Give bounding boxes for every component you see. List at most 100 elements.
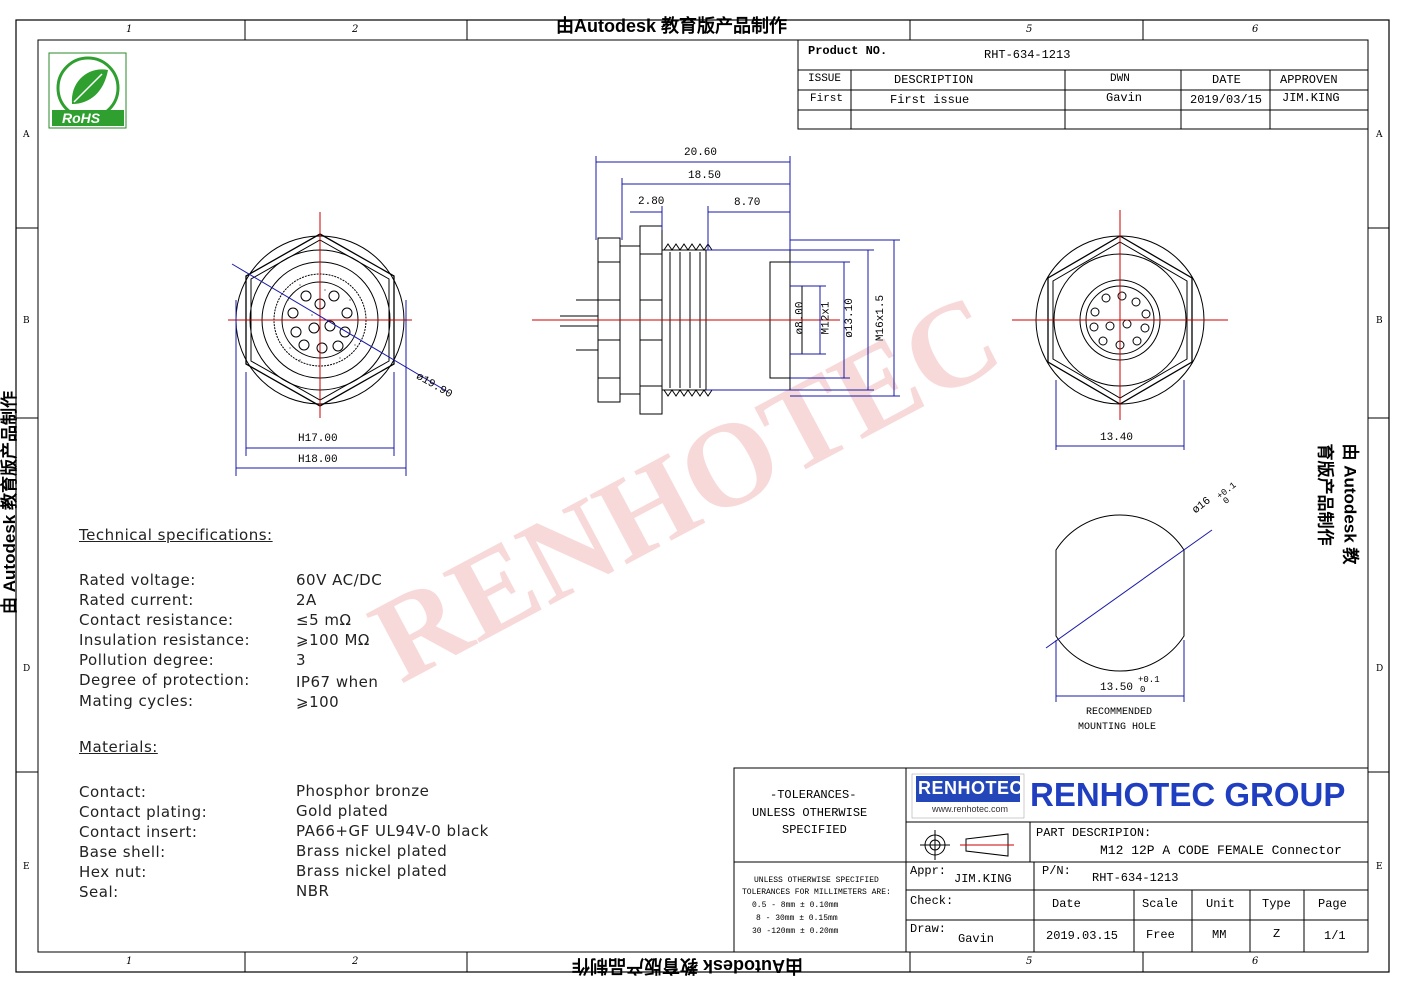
draw-value: Gavin [958, 932, 995, 946]
renhotec-logo-url: www.renhotec.com [932, 804, 1009, 814]
material-key: Contact plating: [79, 803, 208, 821]
type-label: Type [1262, 897, 1291, 911]
grid-row-e: E [23, 862, 30, 872]
dim-h18: H18.00 [298, 454, 338, 466]
rohs-label: RoHS [62, 110, 101, 126]
tolerance-line-7: 8 - 30mm ± 0.15mm [756, 914, 838, 923]
specs-heading: Technical specifications: [79, 526, 273, 544]
tolerance-line-3: SPECIFIED [782, 823, 847, 837]
tolerance-line-6: 0.5 - 8mm ± 0.10mm [752, 901, 839, 910]
spec-key: Contact resistance: [79, 611, 234, 629]
spec-value: ≤5 mΩ [296, 611, 352, 629]
materials-heading: Materials: [79, 738, 158, 756]
grid-row-d-right: D [1376, 664, 1384, 674]
scale-value: Free [1146, 928, 1175, 942]
spec-value: IP67 when [296, 673, 379, 691]
spec-key: Insulation resistance: [79, 631, 251, 649]
part-description-label: PART DESCRIPION: [1036, 826, 1152, 840]
date-label: Date [1052, 897, 1081, 911]
dim-8-70: 8.70 [734, 197, 761, 209]
product-no-label: Product NO. [808, 44, 888, 58]
material-value: NBR [296, 882, 330, 900]
tolerance-line-8: 30 -120mm ± 0.20mm [752, 927, 839, 936]
grid-row-a-right: A [1376, 130, 1383, 140]
appr-value: JIM.KING [954, 872, 1012, 886]
header-issue-value: First [810, 93, 844, 105]
autodesk-watermark-top: 由Autodesk 教育版产品制作 [556, 16, 788, 36]
dim-m16: M16x1.5 [875, 294, 888, 342]
tolerance-heading: -TOLERANCES- [770, 788, 857, 802]
dim-20-60: 20.60 [684, 147, 718, 159]
spec-key: Pollution degree: [79, 651, 215, 669]
autodesk-watermark-bottom: 由Autodesk 教育版产品制作 [572, 956, 804, 976]
dim-18-50: 18.50 [688, 170, 722, 182]
spec-value: ⩾100 MΩ [296, 631, 370, 649]
spec-value: 2A [296, 591, 317, 609]
header-description-value: First issue [890, 93, 970, 107]
draw-label: Draw: [910, 922, 947, 936]
pn-value: RHT-634-1213 [1092, 871, 1179, 885]
header-col-issue: ISSUE [808, 73, 842, 85]
unit-value: MM [1212, 928, 1227, 942]
grid-col-2: 2 [352, 24, 359, 35]
material-key: Contact: [79, 783, 147, 801]
header-approven-value: JIM.KING [1282, 91, 1340, 105]
material-key: Contact insert: [79, 823, 198, 841]
grid-col-1-bottom: 1 [126, 956, 133, 967]
material-key: Seal: [79, 883, 119, 901]
spec-key: Rated current: [79, 591, 194, 609]
spec-value: ⩾100 [296, 693, 340, 711]
header-col-approven: APPROVEN [1280, 73, 1338, 87]
mounting-hole-label-1: RECOMMENDED [1086, 707, 1153, 718]
spec-value: 3 [296, 651, 307, 669]
grid-col-2-bottom: 2 [352, 956, 359, 967]
material-key: Hex nut: [79, 863, 147, 881]
material-key: Base shell: [79, 843, 166, 861]
appr-label: Appr: [910, 864, 947, 878]
spec-key: Rated voltage: [79, 571, 196, 589]
page-value: 1/1 [1324, 929, 1346, 943]
header-date-value: 2019/03/15 [1190, 93, 1263, 107]
grid-row-e-right: E [1376, 862, 1383, 872]
dim-dia-8: ø8.00 [794, 301, 807, 335]
date-value: 2019.03.15 [1046, 929, 1119, 943]
grid-col-6-bottom: 6 [1252, 956, 1259, 967]
material-value: Brass nickel plated [296, 842, 448, 860]
mounting-hole-label-2: MOUNTING HOLE [1078, 722, 1157, 733]
dim-2-80: 2.80 [638, 196, 665, 208]
pn-label: P/N: [1042, 864, 1071, 878]
material-value: PA66+GF UL94V-0 black [296, 822, 489, 840]
tolerance-line-4: UNLESS OTHERWISE SPECIFIED [754, 876, 879, 885]
projection-symbol-icon [920, 830, 1014, 860]
header-dwn-value: Gavin [1106, 91, 1143, 105]
grid-col-1: 1 [126, 24, 133, 35]
spec-key: Degree of protection: [79, 671, 250, 689]
part-description-value: M12 12P A CODE FEMALE Connector [1100, 843, 1342, 858]
scale-label: Scale [1142, 897, 1179, 911]
dim-m12: M12x1 [820, 301, 833, 335]
grid-row-b: B [23, 316, 30, 326]
product-no-value: RHT-634-1213 [984, 48, 1071, 62]
material-value: Phosphor bronze [296, 782, 430, 800]
header-col-date: DATE [1212, 73, 1241, 87]
dim-dia-13-10: ø13.10 [843, 298, 856, 338]
check-label: Check: [910, 894, 954, 908]
grid-row-b-right: B [1376, 316, 1383, 326]
grid-col-5: 5 [1026, 24, 1033, 35]
grid-col-6: 6 [1252, 24, 1259, 35]
svg-text:RENHOTEC: RENHOTEC [351, 267, 1020, 707]
dim-13-40: 13.40 [1100, 432, 1134, 444]
type-value: Z [1273, 927, 1281, 941]
autodesk-watermark-right: 由 Autodesk 教育版产品制作 [1315, 443, 1360, 565]
company-name: RENHOTEC GROUP [1030, 776, 1346, 813]
dim-h17: H17.00 [298, 433, 338, 445]
page-label: Page [1318, 897, 1347, 911]
spec-value: 60V AC/DC [296, 571, 383, 589]
autodesk-watermark-left: 由 Autodesk 教育版产品制作 [0, 391, 19, 614]
dim-13-50: 13.50 [1100, 682, 1134, 694]
grid-col-5-bottom: 5 [1026, 956, 1033, 967]
header-col-description: DESCRIPTION [894, 73, 974, 87]
tolerance-line-5: TOLERANCES FOR MILLIMETERS ARE: [742, 888, 891, 897]
dim-13-50-tol-lower: 0 [1140, 685, 1146, 695]
